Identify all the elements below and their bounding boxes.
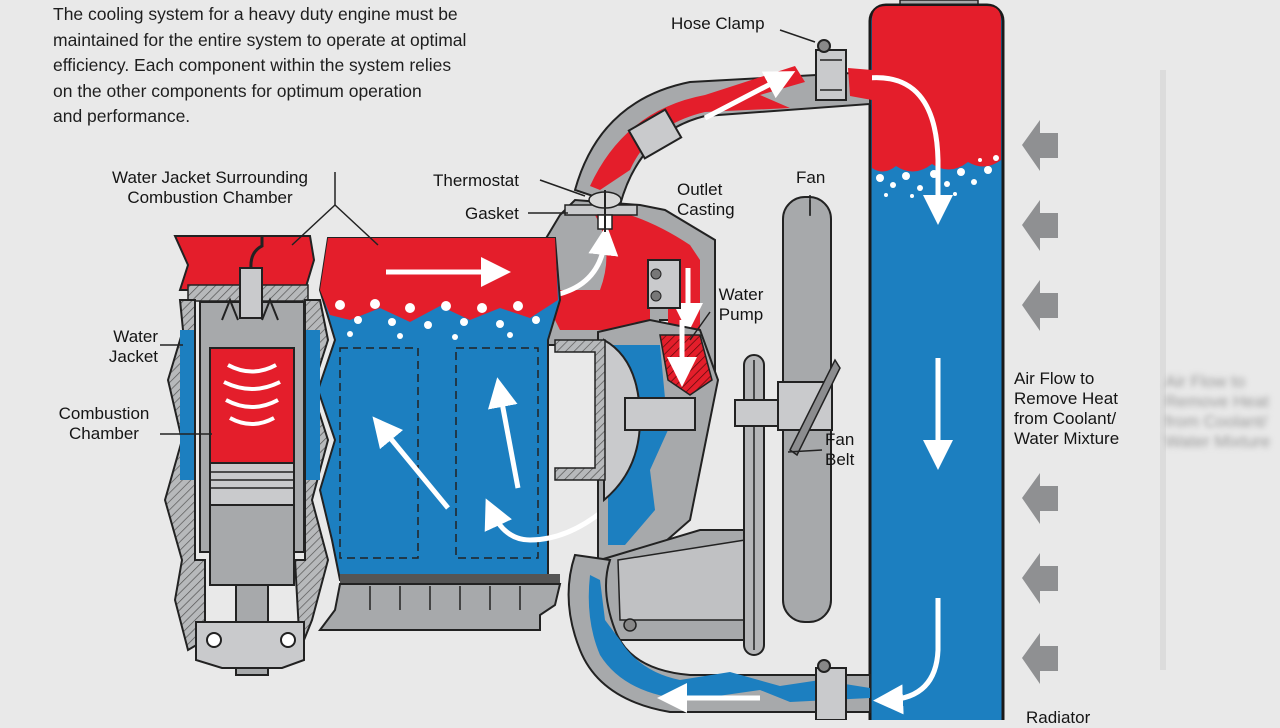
label-line: Belt: [825, 450, 855, 469]
lower-block: [588, 529, 761, 641]
label-thermostat: Thermostat: [433, 171, 519, 190]
label-water-jacket: Water Jacket: [90, 327, 158, 367]
label-water-jacket-surrounding: Water Jacket Surrounding Combustion Cham…: [90, 168, 330, 208]
water-pump-bolts: [647, 259, 681, 309]
radiator-flow-arrow-bottom: [873, 598, 941, 715]
label-line: Water Mixture: [1165, 432, 1271, 451]
intro-line: and performance.: [53, 106, 191, 126]
label-radiator: Radiator: [1026, 708, 1091, 727]
label-line: Air Flow to: [1165, 372, 1246, 391]
radiator: [867, 0, 1005, 720]
label-line: from Coolant/: [1165, 412, 1268, 431]
intro-line: efficiency. Each component within the sy…: [53, 55, 452, 75]
label-line: Water: [113, 327, 158, 346]
label-line: Pump: [718, 305, 764, 324]
label-line: Jacket: [108, 347, 158, 366]
label-line: Water Mixture: [1014, 429, 1120, 448]
blurred-label-echo: Air Flow to Remove Heat from Coolant/ Wa…: [1165, 372, 1271, 452]
fan: [777, 196, 841, 623]
label-line: Water: [718, 285, 764, 304]
label-air-flow: Air Flow to Remove Heat from Coolant/ Wa…: [1014, 369, 1119, 449]
label-line: Casting: [677, 200, 735, 219]
label-line: Fan: [825, 430, 855, 449]
label-line: Remove Heat: [1165, 392, 1269, 411]
leader-lines: [160, 29, 823, 453]
label-gasket: Gasket: [465, 204, 519, 223]
label-line: Combustion Chamber: [127, 188, 293, 207]
thermostat-housing: [544, 198, 716, 381]
upper-hose: [573, 66, 872, 207]
label-water-pump: Water Pump: [708, 285, 774, 325]
label-line: Chamber: [69, 424, 139, 443]
ghost-divider: [1160, 70, 1166, 670]
label-line: Water Jacket Surrounding: [112, 168, 308, 187]
intro-line: The cooling system for a heavy duty engi…: [53, 4, 458, 24]
cylinder-block: [163, 236, 330, 676]
fan-belt: [734, 354, 784, 656]
label-fan: Fan: [796, 168, 826, 187]
label-line: Remove Heat: [1014, 389, 1118, 408]
label-hose-clamp: Hose Clamp: [671, 14, 765, 33]
label-combustion-chamber: Combustion Chamber: [48, 404, 160, 444]
intro-line: maintained for the entire system to oper…: [53, 29, 467, 50]
label-line: Combustion: [58, 404, 150, 423]
label-fan-belt: Fan Belt: [825, 430, 854, 470]
hose-clamp: [815, 39, 847, 101]
lower-hose-clamp: [627, 108, 683, 160]
intro-line: on the other components for optimum oper…: [53, 80, 422, 101]
label-outlet-casting: Outlet Casting: [677, 180, 735, 220]
label-line: Outlet: [677, 180, 723, 199]
lower-hose: [567, 553, 871, 720]
label-line: from Coolant/: [1014, 409, 1117, 428]
air-flow-arrows: [1022, 120, 1058, 684]
water-pump: [554, 318, 720, 562]
engine-block: [316, 237, 612, 631]
thermostat: [564, 190, 638, 232]
label-line: Air Flow to: [1014, 369, 1095, 388]
intro-paragraph: The cooling system for a heavy duty engi…: [53, 2, 553, 130]
radiator-flow-arrow-top: [867, 75, 953, 225]
